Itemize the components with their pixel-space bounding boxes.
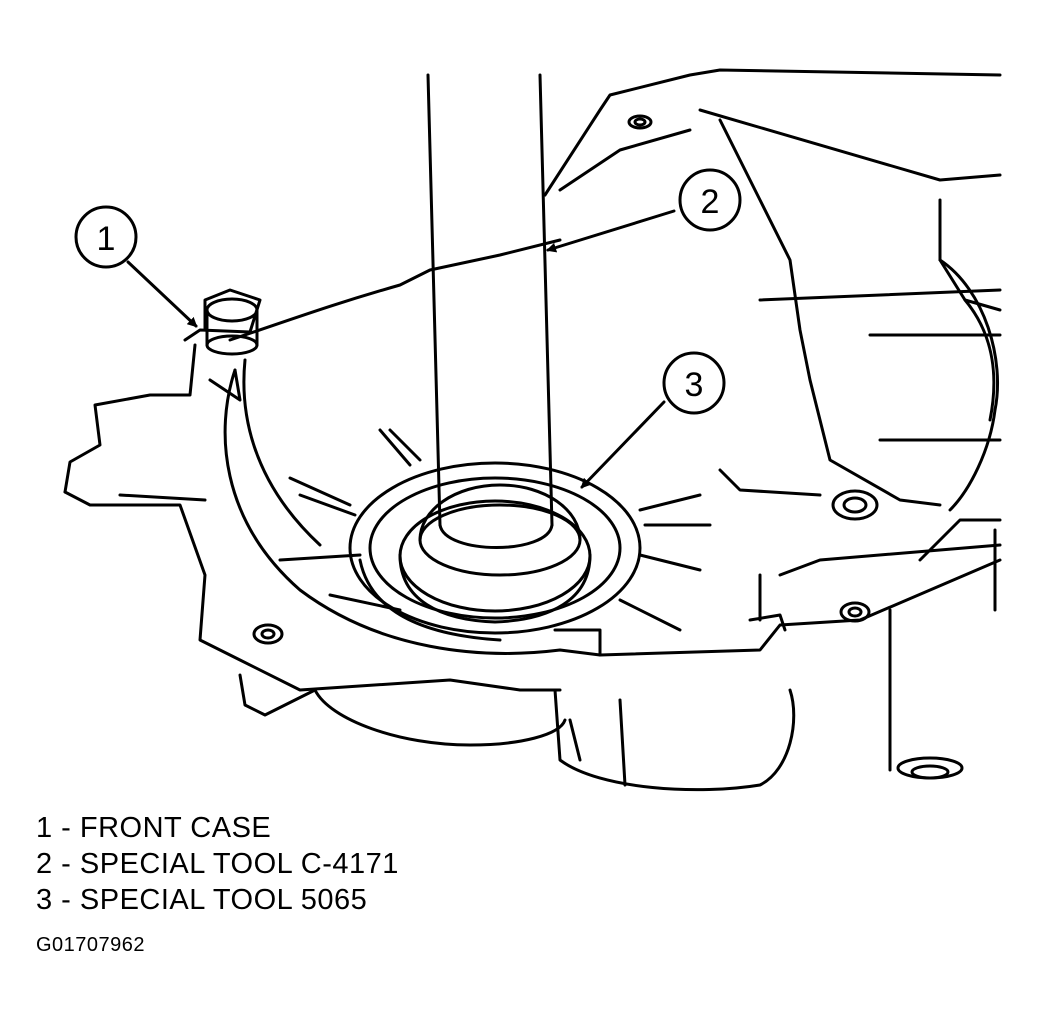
front-case-illustration: 1 2 3 <box>63 68 1002 792</box>
dowel-pin <box>205 297 259 356</box>
seal-rings <box>348 461 642 642</box>
legend-item-front-case: 1 - FRONT CASE <box>36 812 272 844</box>
special-tool-5065 <box>418 483 582 577</box>
svg-text:2: 2 <box>701 183 720 221</box>
legend-item-special-tool-c-4171: 2 - SPECIAL TOOL C-4171 <box>36 848 399 880</box>
figure-id: G01707962 <box>36 934 146 956</box>
callout-1: 1 <box>74 205 138 269</box>
svg-text:3: 3 <box>685 366 704 404</box>
callout-2: 2 <box>678 168 742 232</box>
legend-item-special-tool-5065: 3 - SPECIAL TOOL 5065 <box>36 884 368 916</box>
seal-bore-fins <box>278 428 712 632</box>
svg-text:1: 1 <box>97 220 116 258</box>
special-tool-c-4171 <box>426 73 554 549</box>
legend: 1 - FRONT CASE 2 - SPECIAL TOOL C-4171 3… <box>36 810 399 918</box>
rear-housing <box>543 68 1002 772</box>
callout-leaders <box>126 209 676 489</box>
callout-3: 3 <box>662 351 726 415</box>
front-case-flange <box>63 238 1002 692</box>
lower-bearing-housing <box>238 673 964 792</box>
